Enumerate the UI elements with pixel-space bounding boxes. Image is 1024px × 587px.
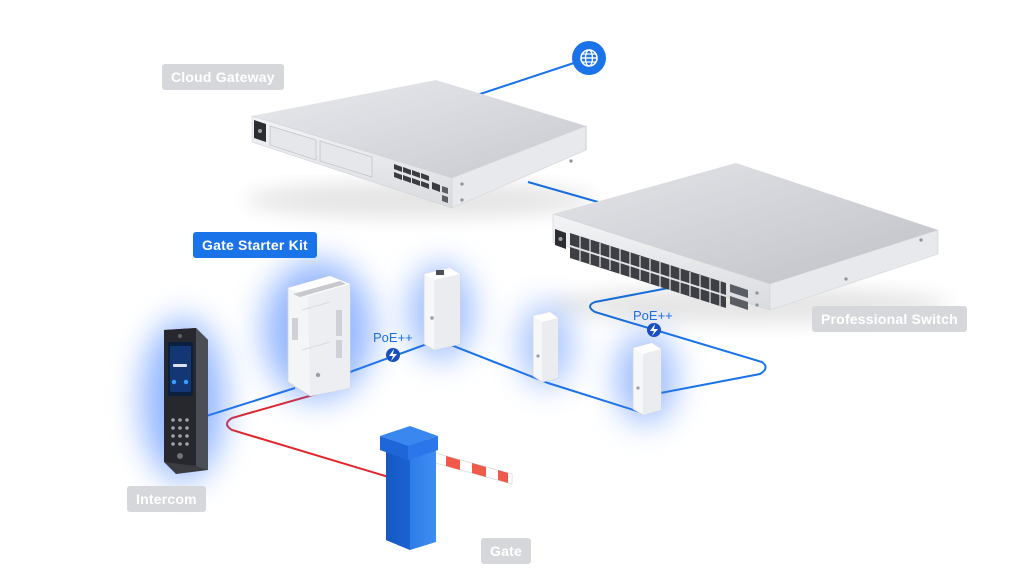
lightning-bolt-icon [647, 323, 661, 337]
gate-control-line [226, 392, 393, 479]
gate-starter-kit-label: Gate Starter Kit [193, 232, 317, 258]
professional-switch-device [550, 163, 950, 323]
poe-label-right: PoE++ [633, 308, 673, 323]
gate-hub-device [263, 260, 373, 400]
lightning-bolt-icon [386, 348, 400, 362]
intercom-device [141, 318, 225, 482]
cloud-gateway-device [245, 80, 595, 218]
poe-device-right [616, 332, 676, 424]
intercom-label: Intercom [127, 486, 206, 512]
poe-injector-device [409, 264, 473, 360]
globe-icon [572, 41, 606, 75]
internet-link-line [461, 57, 590, 101]
poe-label-left: PoE++ [373, 330, 413, 345]
gate-label: Gate [481, 538, 531, 564]
access-reader-device [520, 303, 572, 387]
professional-switch-label: Professional Switch [812, 306, 967, 332]
gate-barrier-device [380, 426, 513, 550]
cloud-gateway-label: Cloud Gateway [162, 64, 284, 90]
